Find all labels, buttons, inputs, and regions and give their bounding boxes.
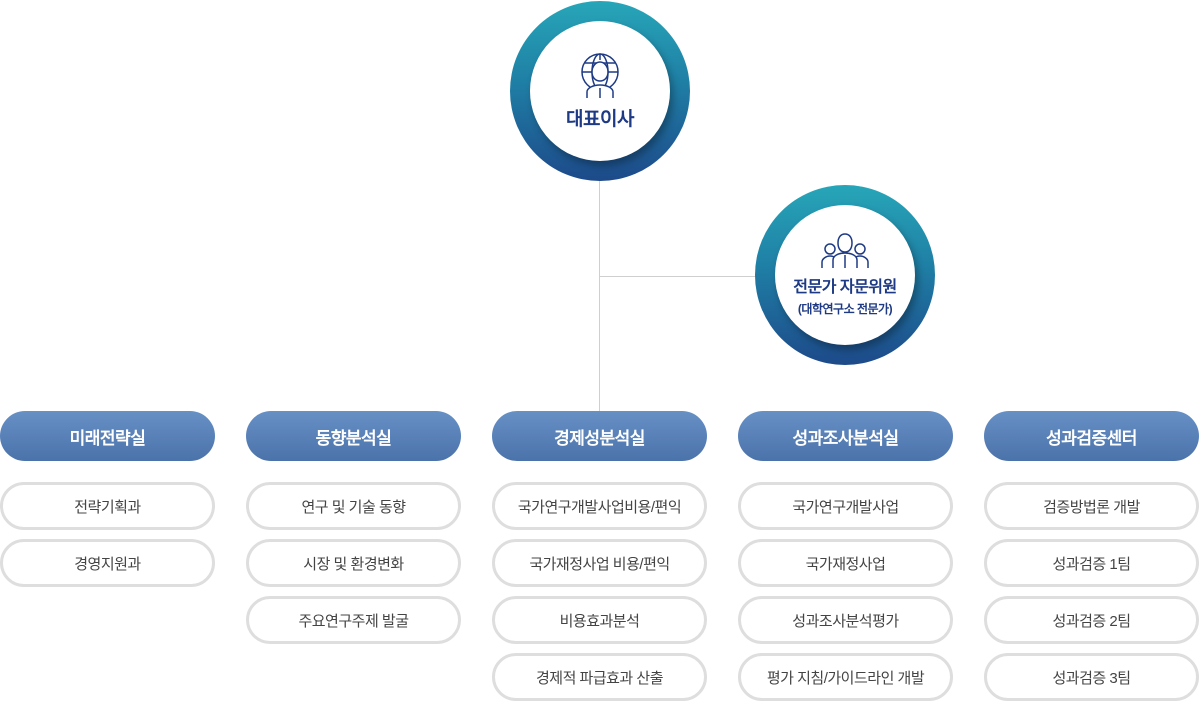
team-item: 성과검증 2팀 bbox=[984, 596, 1199, 644]
team-item: 연구 및 기술 동향 bbox=[246, 482, 461, 530]
team-item: 국가연구개발사업 bbox=[738, 482, 953, 530]
department-column: 미래전략실 전략기획과 경영지원과 bbox=[0, 411, 215, 587]
team-item: 국가재정사업 비용/편익 bbox=[492, 539, 707, 587]
team-item: 비용효과분석 bbox=[492, 596, 707, 644]
team-item: 성과검증 1팀 bbox=[984, 539, 1199, 587]
department-header: 미래전략실 bbox=[0, 411, 215, 461]
department-header: 성과조사분석실 bbox=[738, 411, 953, 461]
team-item: 검증방법론 개발 bbox=[984, 482, 1199, 530]
team-item: 성과검증 3팀 bbox=[984, 653, 1199, 701]
team-item: 평가 지침/가이드라인 개발 bbox=[738, 653, 953, 701]
group-icon bbox=[821, 233, 869, 268]
team-item: 경제적 파급효과 산출 bbox=[492, 653, 707, 701]
team-item: 시장 및 환경변화 bbox=[246, 539, 461, 587]
department-header: 동향분석실 bbox=[246, 411, 461, 461]
connector-vertical bbox=[599, 170, 600, 412]
ceo-title: 대표이사 bbox=[566, 108, 634, 130]
team-item: 주요연구주제 발굴 bbox=[246, 596, 461, 644]
team-item: 국가재정사업 bbox=[738, 539, 953, 587]
team-item: 전략기획과 bbox=[0, 482, 215, 530]
department-column: 경제성분석실 국가연구개발사업비용/편익 국가재정사업 비용/편익 비용효과분석… bbox=[492, 411, 707, 701]
advisory-subtitle: (대학연구소 전문가) bbox=[797, 302, 893, 316]
team-item: 성과조사분석평가 bbox=[738, 596, 953, 644]
connector-horizontal bbox=[599, 276, 759, 277]
department-column: 동향분석실 연구 및 기술 동향 시장 및 환경변화 주요연구주제 발굴 bbox=[246, 411, 461, 644]
advisory-title: 전문가 자문위원 bbox=[793, 279, 897, 296]
team-item: 국가연구개발사업비용/편익 bbox=[492, 482, 707, 530]
advisory-node: 전문가 자문위원 (대학연구소 전문가) bbox=[755, 185, 935, 365]
department-column: 성과조사분석실 국가연구개발사업 국가재정사업 성과조사분석평가 평가 지침/가… bbox=[738, 411, 953, 701]
department-column: 성과검증센터 검증방법론 개발 성과검증 1팀 성과검증 2팀 성과검증 3팀 bbox=[984, 411, 1199, 701]
department-header: 성과검증센터 bbox=[984, 411, 1199, 461]
globe-person-icon bbox=[581, 52, 619, 98]
department-header: 경제성분석실 bbox=[492, 411, 707, 461]
team-item: 경영지원과 bbox=[0, 539, 215, 587]
ceo-node: 대표이사 bbox=[510, 1, 690, 181]
